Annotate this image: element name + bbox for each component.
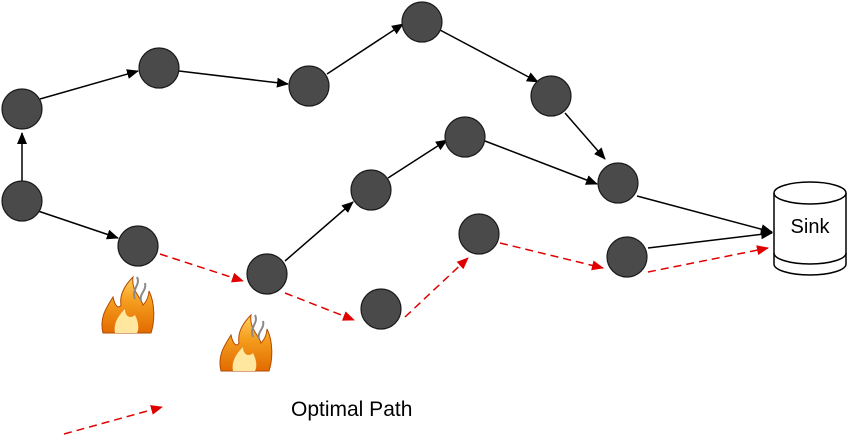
edge [387, 139, 448, 179]
edge [284, 201, 354, 262]
edge [326, 23, 404, 75]
optimal-path-edge [499, 242, 604, 271]
edge [439, 29, 539, 83]
optimal-path-edge [647, 245, 769, 273]
edge [178, 70, 289, 88]
optimal-path-edge [159, 253, 244, 283]
fire-icon [219, 313, 273, 372]
fire-icon [101, 275, 155, 334]
edge [636, 195, 773, 234]
node [138, 47, 180, 89]
sink-label: Sink [791, 216, 831, 238]
edges [17, 23, 773, 262]
node [458, 213, 500, 255]
node [288, 65, 330, 107]
edge [647, 229, 773, 249]
node [1, 180, 43, 222]
edge [37, 210, 119, 240]
node [606, 236, 648, 278]
nodes [1, 1, 648, 330]
node [530, 75, 572, 117]
edge [564, 112, 606, 160]
node [360, 288, 402, 330]
node [246, 253, 288, 295]
legend-label: Optimal Path [291, 398, 413, 421]
edge [484, 140, 598, 185]
optimal-path [159, 242, 769, 321]
legend-arrow [63, 405, 163, 435]
optimal-path-edge [284, 292, 355, 321]
node [117, 225, 159, 267]
sink: Sink [773, 181, 847, 276]
optimal-path-edge [404, 257, 469, 318]
node [597, 162, 639, 204]
node [401, 1, 443, 43]
node [1, 88, 43, 130]
edge [39, 69, 139, 100]
node [350, 169, 392, 211]
node [444, 116, 486, 158]
